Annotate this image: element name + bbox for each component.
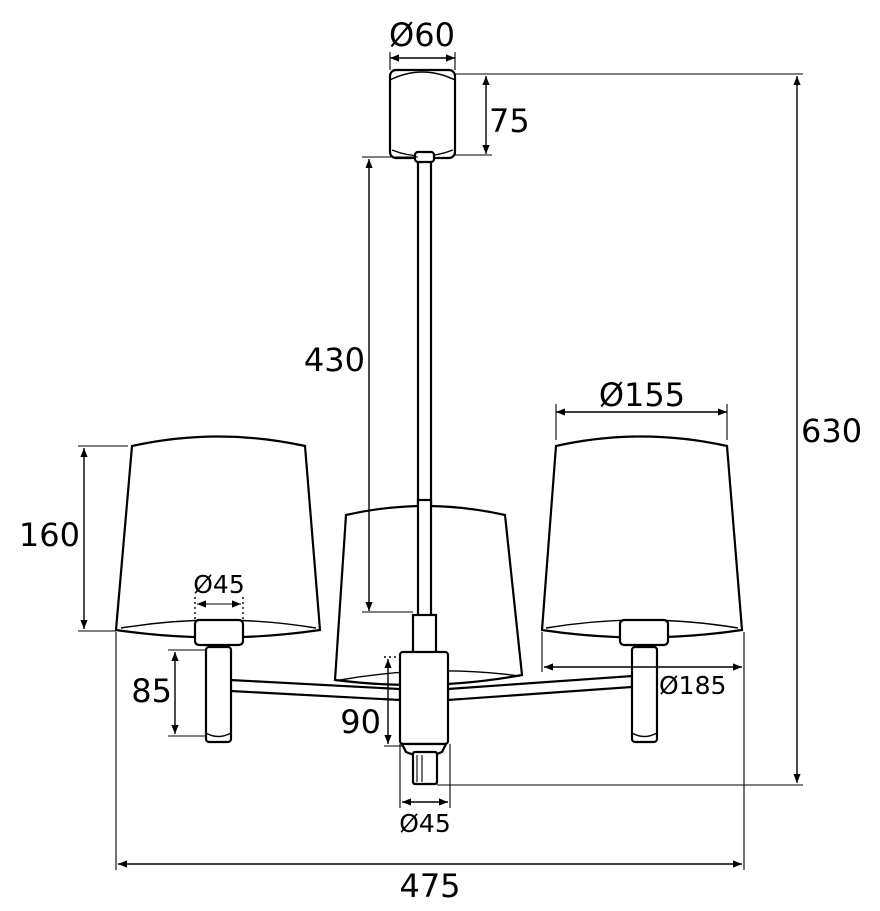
label-total-width: 475 (399, 867, 460, 905)
dim-socket-height: 85 (131, 649, 206, 737)
label-rod-length: 430 (304, 341, 365, 379)
label-shade-height: 160 (19, 516, 80, 554)
label-shade-bottom-diameter: Ø185 (659, 671, 726, 700)
dim-shade-top-diameter: Ø155 (555, 376, 728, 440)
label-canopy-diameter: Ø60 (389, 16, 455, 54)
dim-canopy-diameter: Ø60 (389, 16, 456, 70)
label-shade-top-diameter: Ø155 (599, 376, 685, 414)
rod-front-segment (416, 498, 433, 620)
dim-shade-height: 160 (19, 445, 128, 632)
dim-canopy-height: 75 (455, 76, 530, 156)
label-socket-diameter: Ø45 (193, 570, 245, 599)
label-center-diameter: Ø45 (399, 809, 451, 838)
label-canopy-height: 75 (489, 102, 530, 140)
dim-rod-length: 430 (304, 156, 418, 613)
ceiling-canopy (388, 68, 457, 160)
left-lamp-shade (114, 435, 322, 639)
center-hub (398, 613, 450, 786)
dim-center-diameter: Ø45 (399, 744, 451, 838)
right-lamp-shade (540, 435, 744, 639)
dim-socket-diameter: Ø45 (193, 570, 245, 620)
right-socket (618, 618, 670, 744)
dim-total-width: 475 (115, 632, 742, 905)
left-socket (193, 618, 245, 744)
dim-shade-bottom-diameter: Ø185 (541, 632, 745, 870)
dim-total-height: 630 (793, 76, 862, 783)
label-socket-height: 85 (131, 672, 172, 710)
label-total-height: 630 (801, 412, 862, 450)
dim-center-drop: 90 (340, 656, 404, 747)
label-center-drop: 90 (340, 703, 381, 741)
